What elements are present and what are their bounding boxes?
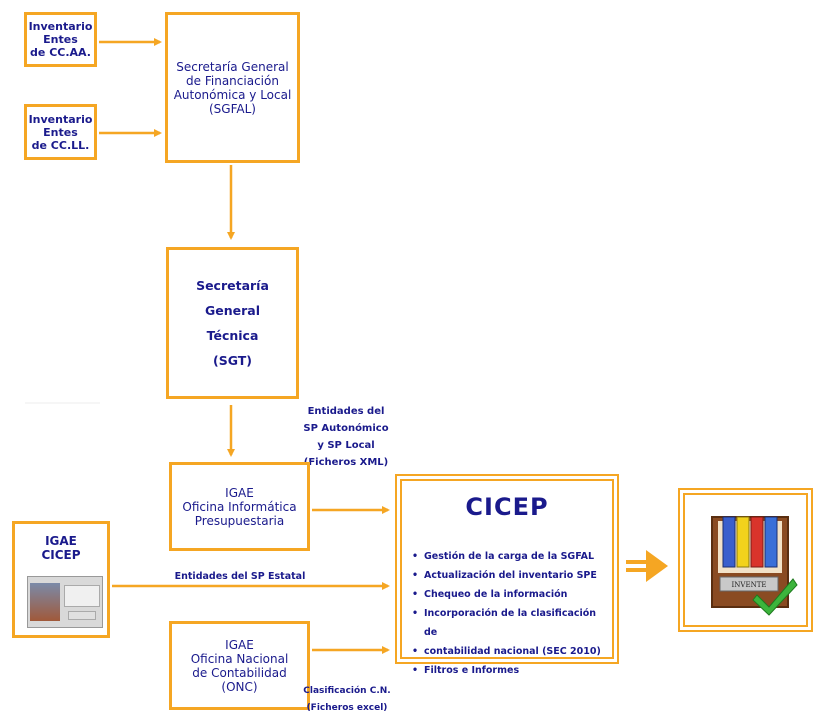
label-ficheros-xml: Entidades del SP Autonómico y SP Local (… [303, 406, 389, 468]
box-igae-oip: IGAE Oficina Informática Presupuestaria [169, 462, 310, 551]
box-inventario-ccll: Inventario Entes de CC.LL. [24, 104, 97, 160]
box-sgfal: Secretaría General de Financiación Auton… [165, 12, 300, 163]
box-igae-cicep-text: IGAE CICEP [41, 534, 81, 562]
invente-sign-text: INVENTE [732, 581, 767, 589]
box-igae-onc-text: IGAE Oficina Nacional de Contabilidad (O… [190, 637, 289, 694]
thumbnail-photo [30, 583, 60, 621]
box-inventario-ccll-text: Inventario Entes de CC.LL. [28, 112, 93, 152]
box-sgfal-text: Secretaría General de Financiación Auton… [173, 59, 292, 116]
box-inventario-ccaa: Inventario Entes de CC.AA. [24, 12, 97, 67]
thumbnail-buttons [68, 611, 96, 620]
cicep-panel: CICEP Gestión de la carga de la SGFAL Ac… [400, 479, 614, 680]
thumbnail-form [64, 585, 100, 607]
cicep-function-list: Gestión de la carga de la SGFAL Actualiz… [412, 547, 612, 680]
box-igae-cicep: IGAE CICEP [12, 521, 110, 638]
cicep-function-item: contabilidad nacional (SEC 2010) [412, 642, 612, 661]
binder-red-icon [750, 516, 764, 568]
box-igae-onc: IGAE Oficina Nacional de Contabilidad (O… [169, 621, 310, 710]
cicep-function-item: Chequeo de la información [412, 585, 612, 604]
cicep-function-item: Filtros e Informes [412, 661, 612, 680]
binder-blue-icon [722, 516, 736, 568]
binder-blue2-icon [764, 516, 778, 568]
label-ficheros-excel: Clasificación C.N. (Ficheros excel) [303, 686, 391, 713]
box-sgt: Secretaría General Técnica (SGT) [166, 247, 299, 399]
cicep-function-item: Gestión de la carga de la SGFAL [412, 547, 612, 566]
check-icon [752, 578, 798, 616]
double-arrow-to-invente [626, 550, 668, 582]
login-screenshot-thumbnail [27, 576, 103, 628]
box-igae-oip-text: IGAE Oficina Informática Presupuestaria [182, 485, 297, 528]
cicep-function-item: Actualización del inventario SPE [412, 566, 612, 585]
label-entidades-estatal: Entidades del SP Estatal [174, 571, 306, 582]
invente-panel-outer: INVENTE [678, 488, 813, 632]
invente-logo-icon: INVENTE [711, 516, 798, 616]
box-inventario-ccaa-text: Inventario Entes de CC.AA. [28, 20, 93, 59]
box-sgt-text: Secretaría General Técnica (SGT) [196, 278, 269, 368]
binder-yellow-icon [736, 516, 750, 568]
invente-sign [719, 576, 779, 592]
cicep-function-item: Incorporación de la clasificación de [412, 604, 612, 642]
cicep-title: CICEP [465, 493, 549, 521]
invente-panel: INVENTE [683, 493, 808, 627]
cicep-panel-outer: CICEP Gestión de la carga de la SGFAL Ac… [395, 474, 619, 680]
